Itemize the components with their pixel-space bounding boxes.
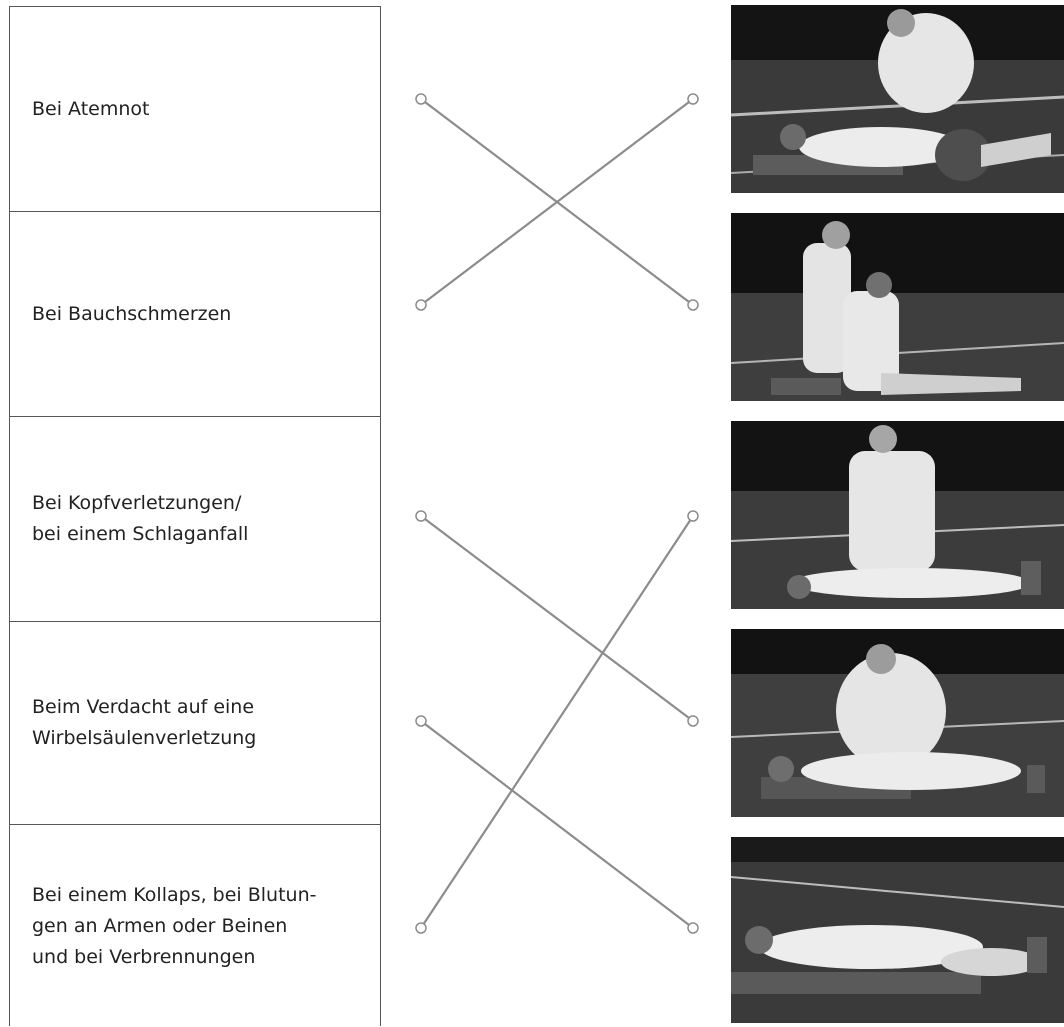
photo-4[interactable] [731,629,1064,817]
connector-dot-right-4[interactable] [687,715,699,727]
photo-3[interactable] [731,421,1064,609]
connector-dot-left-5[interactable] [415,922,427,934]
photo-5[interactable] [731,837,1064,1023]
photo-2[interactable] [731,213,1064,401]
prompt-table: Bei Atemnot Bei Bauchschmerzen Bei Kopfv… [9,6,381,1026]
match-line-2 [420,98,694,306]
connector-dot-left-3[interactable] [415,510,427,522]
match-line-4 [420,720,694,929]
prompt-cell-4: Beim Verdacht auf eine Wirbelsäulenverle… [10,622,380,825]
prompt-cell-1: Bei Atemnot [10,7,380,212]
connector-dot-left-4[interactable] [415,715,427,727]
connector-dot-right-1[interactable] [687,93,699,105]
connector-dot-left-2[interactable] [415,299,427,311]
prompt-cell-2: Bei Bauchschmerzen [10,212,380,417]
connector-dot-right-2[interactable] [687,299,699,311]
match-line-3 [420,515,694,722]
prompt-cell-5: Bei einem Kollaps, bei Blutun- gen an Ar… [32,883,317,968]
photo-1[interactable] [731,5,1064,193]
prompt-cell-3: Bei Kopfverletzungen/ bei einem Schlagan… [10,417,380,622]
match-line-5 [420,515,694,929]
connector-dot-right-5[interactable] [687,922,699,934]
connector-dot-right-3[interactable] [687,510,699,522]
connector-dot-left-1[interactable] [415,93,427,105]
